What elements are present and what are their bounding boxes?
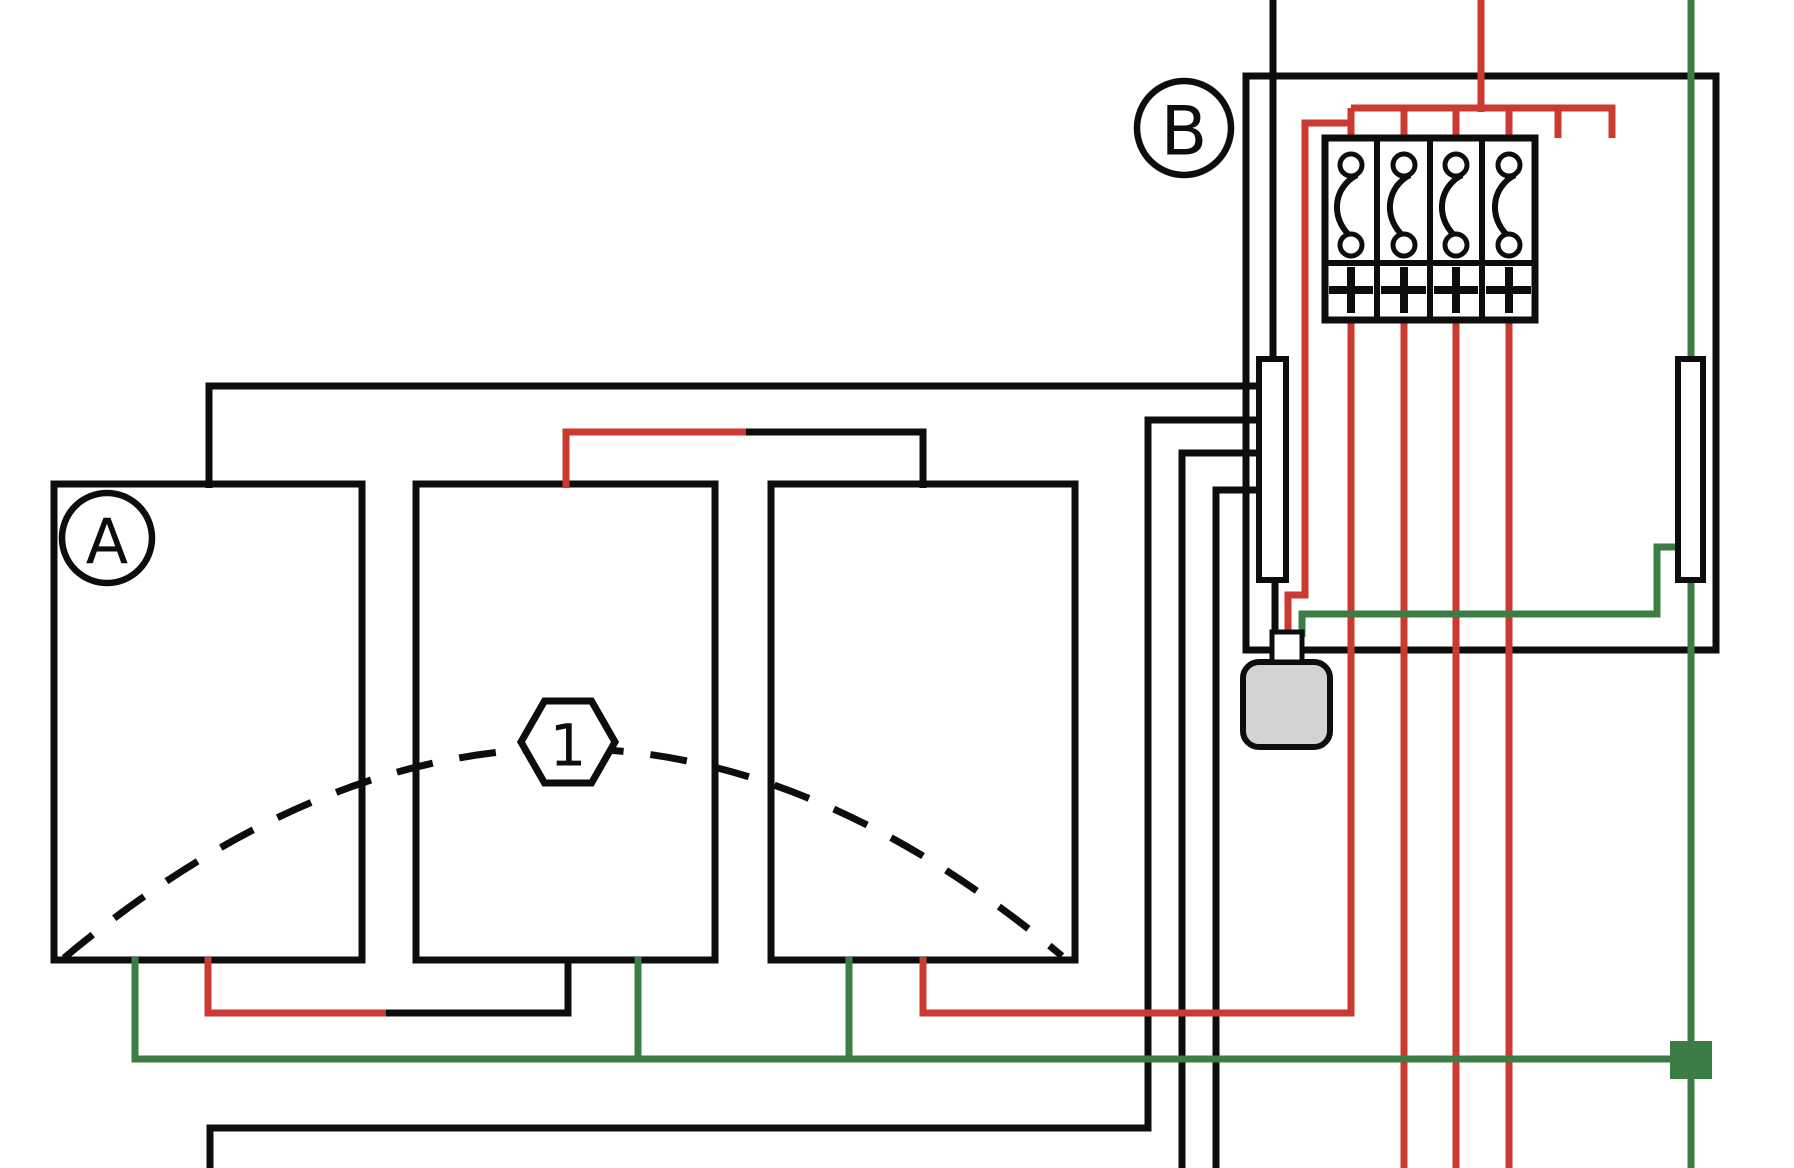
wire-black-busbar-3 [1178, 449, 1263, 1168]
string-number-text: 1 [550, 711, 587, 779]
breaker-unit-4 [1486, 151, 1531, 313]
label-a-text: A [86, 505, 128, 578]
wire-red-panel-2-top [562, 428, 746, 488]
breaker-4-top-contact-icon [1495, 151, 1523, 179]
wire-red-bus [1351, 104, 1616, 138]
ground-device [1240, 659, 1333, 750]
wire-black-panel-a-top [205, 382, 1263, 488]
breaker-unit-2 [1381, 151, 1426, 313]
label-a-circle [58, 489, 156, 587]
string-number-hexagon [516, 697, 620, 787]
breaker-1-bottom-contact-icon [1337, 231, 1365, 259]
wire-red-left-branch [1284, 119, 1351, 637]
breaker-4-bottom-contact-icon [1495, 231, 1523, 259]
label-b-text: B [1161, 93, 1208, 172]
breaker-2-bottom-contact-icon [1390, 231, 1418, 259]
terminal-block [1269, 629, 1305, 665]
busbar-right [1675, 356, 1706, 583]
busbar-left [1256, 356, 1289, 583]
wire-black-panel-3-top-link [746, 428, 927, 488]
breaker-3-bottom-contact-icon [1442, 231, 1470, 259]
string-arc [61, 745, 1065, 961]
breaker-3-switch-icon [1438, 172, 1464, 238]
breaker-2-switch-icon [1386, 172, 1412, 238]
wire-black-bottom-link [386, 957, 572, 1017]
earth-junction-node [1670, 1041, 1712, 1079]
wire-black-busbar-2 [206, 416, 1263, 1168]
panel-3 [767, 480, 1079, 964]
wire-red-breaker1-out [919, 321, 1355, 1017]
breaker-unit-3 [1434, 151, 1478, 313]
breaker-3-top-contact-icon [1442, 151, 1470, 179]
label-b-circle [1133, 77, 1235, 179]
breaker-2-top-contact-icon [1390, 151, 1418, 179]
breaker-unit-1 [1329, 151, 1373, 313]
breaker-4-switch-icon [1491, 172, 1517, 238]
wire-green-inner-link [1298, 543, 1682, 637]
breaker-1-top-contact-icon [1337, 151, 1365, 179]
wire-green-bottom-bus [131, 957, 1686, 1063]
breaker-1-switch-icon [1333, 172, 1359, 238]
wire-red-panel-a-bottom [204, 957, 386, 1017]
